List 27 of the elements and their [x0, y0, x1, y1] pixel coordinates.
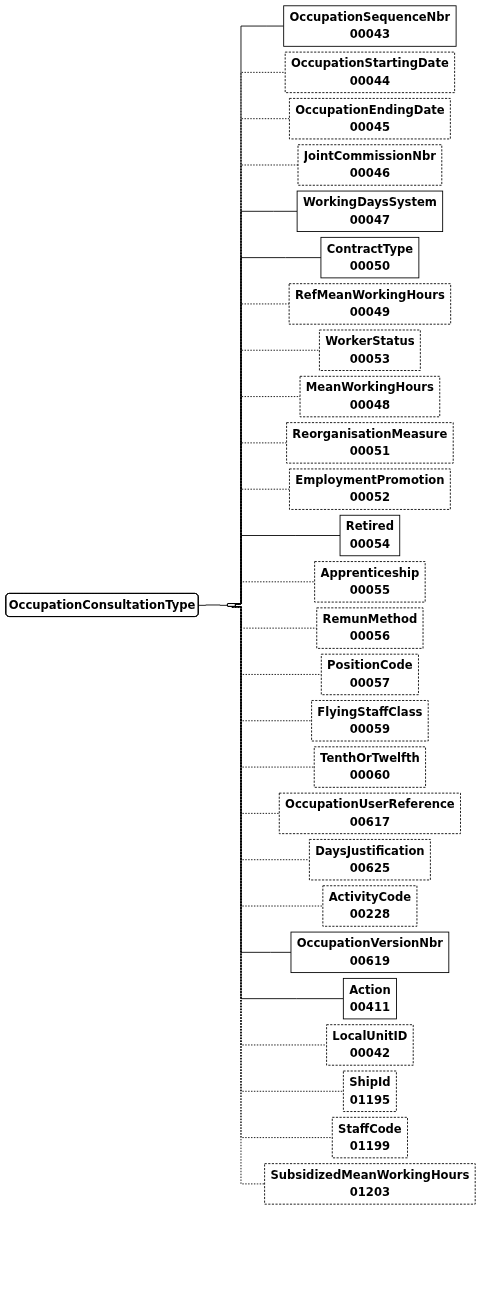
node-box: Action 00411 — [342, 977, 397, 1020]
node-box: FlyingStaffClass 00059 — [311, 700, 429, 742]
node-box: StaffCode 01199 — [331, 1116, 408, 1159]
node-box: OccupationSequenceNbr 00043 — [283, 5, 457, 47]
node-box: RemunMethod 00056 — [316, 607, 424, 649]
node-box: Retired 00054 — [339, 514, 401, 557]
node-box: Apprenticeship 00055 — [314, 561, 426, 603]
node-box: WorkerStatus 00053 — [319, 329, 421, 371]
node-box: EmploymentPromotion 00052 — [289, 468, 451, 510]
node-box: ShipId 01195 — [342, 1070, 397, 1112]
node-box: TenthOrTwelfth 00060 — [313, 746, 426, 788]
connector — [198, 604, 228, 606]
node-box: DaysJustification 00625 — [308, 839, 431, 881]
node-box: WorkingDaysSystem 00047 — [296, 190, 444, 232]
node-box: MeanWorkingHours 00048 — [299, 375, 441, 418]
node-box: SubsidizedMeanWorkingHours 01203 — [264, 1163, 476, 1205]
node-box: RefMeanWorkingHours 00049 — [288, 283, 452, 325]
node-box: JointCommissionNbr 00046 — [297, 144, 443, 186]
node-box: ActivityCode 00228 — [322, 885, 418, 927]
node-box: OccupationVersionNbr 00619 — [290, 931, 450, 974]
node-box: PositionCode 00057 — [320, 653, 419, 696]
node-box: OccupationUserReference 00617 — [278, 792, 461, 835]
node-box: ContractType 00050 — [320, 236, 420, 279]
node-box: OccupationStartingDate 00044 — [284, 51, 456, 94]
node-box: OccupationEndingDate 00045 — [289, 98, 451, 140]
node-box: LocalUnitID 00042 — [326, 1024, 414, 1066]
node-box: ReorganisationMeasure 00051 — [286, 422, 454, 464]
